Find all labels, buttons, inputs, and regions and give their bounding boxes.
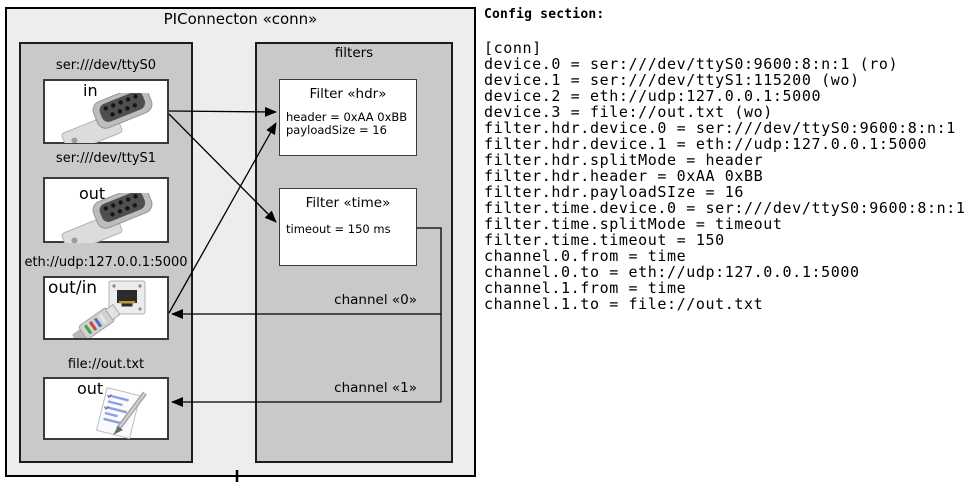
config-line: device.2 = eth://udp:127.0.0.1:5000	[484, 87, 822, 105]
device-direction-label: in	[83, 81, 98, 100]
filters-panel-title: filters	[334, 45, 374, 61]
serial-connector-icon	[61, 193, 153, 243]
config-line: filter.time.device.0 = ser:///dev/ttyS0:…	[484, 199, 964, 217]
device-label-file: file://out.txt	[67, 357, 145, 372]
config-line: filter.time.splitMode = timeout	[484, 215, 783, 233]
device-direction-label: out	[77, 379, 104, 398]
serial-connector-icon	[61, 93, 153, 143]
config-line: filter.hdr.device.1 = eth://udp:127.0.0.…	[484, 135, 928, 153]
config-line: device.1 = ser:///dev/ttyS1:115200 (wo)	[484, 71, 860, 89]
config-line: [conn]	[484, 39, 542, 57]
config-line: filter.hdr.header = 0xAA 0xBB	[484, 167, 764, 185]
filter-params: header = 0xAA 0xBB payloadSize = 16	[280, 111, 416, 137]
device-box-eth: out/in	[43, 276, 169, 340]
config-line: filter.hdr.splitMode = header	[484, 151, 764, 169]
ethernet-connector-icon	[67, 280, 146, 338]
config-section: Config section: [conn]device.0 = ser:///…	[484, 7, 964, 312]
device-box-ttys0: in	[43, 79, 169, 144]
device-box-ttys1: out	[43, 177, 169, 243]
device-label-eth: eth://udp:127.0.0.1:5000	[24, 255, 188, 270]
config-line: filter.time.timeout = 150	[484, 231, 725, 249]
notepad-icon	[95, 387, 147, 440]
device-label-ttys1: ser:///dev/ttyS1	[55, 151, 157, 166]
config-lines: [conn]device.0 = ser:///dev/ttyS0:9600:8…	[484, 40, 964, 312]
channel-1-label: channel «1»	[334, 380, 417, 396]
filter-title: Filter «hdr»	[309, 86, 387, 102]
filter-box-hdr: Filter «hdr» header = 0xAA 0xBB payloadS…	[279, 79, 417, 156]
config-line: channel.1.from = time	[484, 279, 687, 297]
config-line: channel.1.to = file://out.txt	[484, 295, 764, 313]
device-box-file: out	[43, 377, 169, 440]
channel-0-label: channel «0»	[334, 292, 417, 308]
config-line: filter.hdr.device.0 = ser:///dev/ttyS0:9…	[484, 119, 956, 137]
device-direction-label: out	[79, 184, 106, 203]
config-line: filter.hdr.payloadSIze = 16	[484, 183, 745, 201]
device-direction-label: out/in	[48, 278, 98, 298]
config-line: device.3 = file://out.txt (wo)	[484, 103, 773, 121]
diagram-title: PIConnecton «conn»	[163, 10, 318, 28]
device-label-ttys0: ser:///dev/ttyS0	[55, 58, 157, 73]
filter-param: header = 0xAA 0xBB	[286, 110, 408, 124]
config-line: channel.0.to = eth://udp:127.0.0.1:5000	[484, 263, 860, 281]
config-line: device.0 = ser:///dev/ttyS0:9600:8:n:1 (…	[484, 55, 899, 73]
filter-param: timeout = 150 ms	[286, 222, 391, 236]
config-heading: Config section:	[484, 7, 605, 22]
filter-param: payloadSize = 16	[286, 123, 387, 137]
filter-params: timeout = 150 ms	[280, 223, 416, 236]
filter-title: Filter «time»	[305, 195, 391, 211]
filter-box-time: Filter «time» timeout = 150 ms	[279, 188, 417, 266]
config-line: channel.0.from = time	[484, 247, 687, 265]
